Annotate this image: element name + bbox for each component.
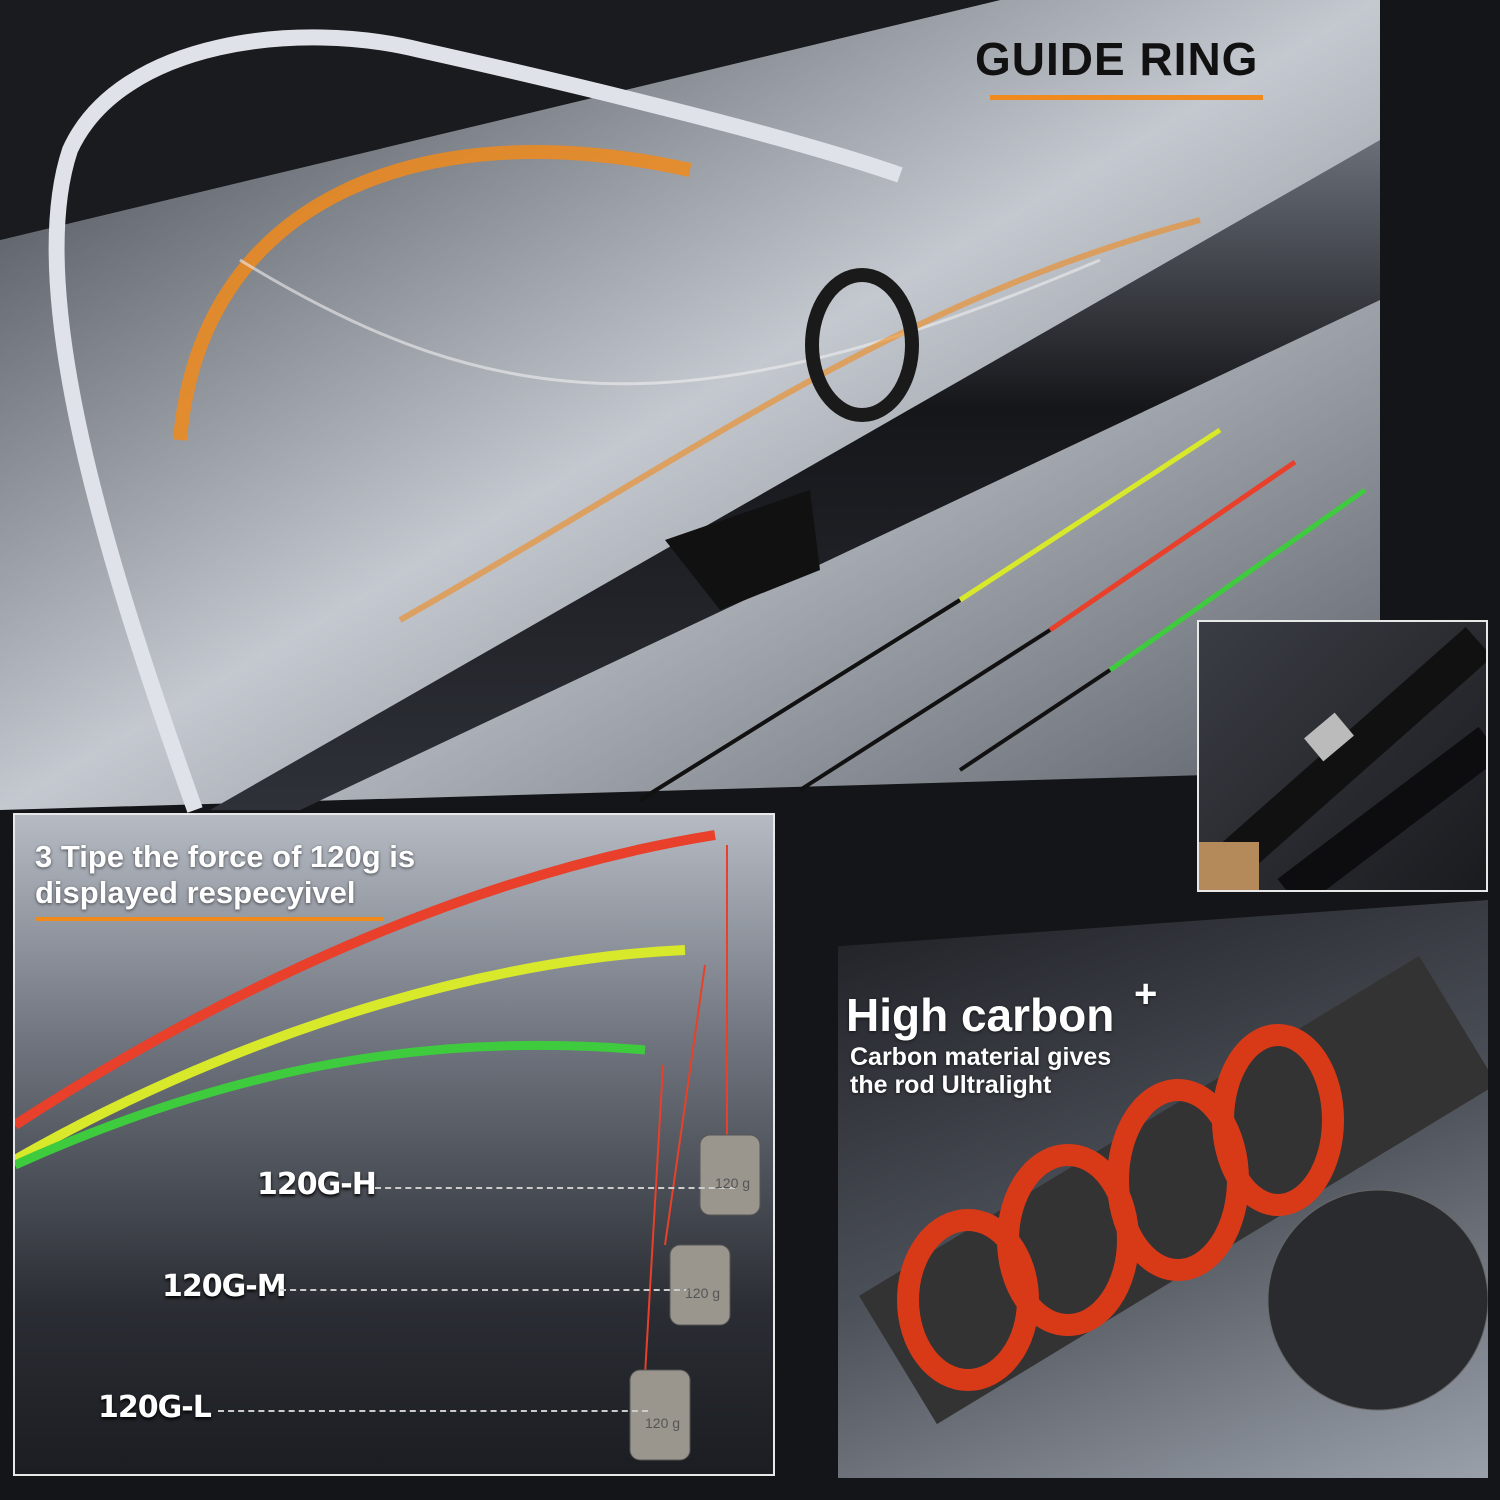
- high-carbon-panel: High carbon + Carbon material gives the …: [838, 900, 1488, 1478]
- carbon-layers-illustration: [859, 955, 1488, 1425]
- leader-line: [375, 1187, 735, 1189]
- label-120g-m: 120G-M: [162, 1269, 287, 1304]
- weight-label: 120 g: [645, 1415, 681, 1431]
- caption-underline: [35, 917, 383, 921]
- weight-label: 120 g: [685, 1285, 721, 1301]
- carbon-sub-line2: the rod Ultralight: [850, 1071, 1052, 1099]
- title-underline: [990, 95, 1263, 100]
- high-carbon-heading: High carbon: [846, 989, 1115, 1041]
- guide-ring-title: GUIDE RING: [975, 33, 1259, 85]
- weight-label: 120 g: [715, 1175, 751, 1191]
- tips-caption-line1: 3 Tipe the force of 120g is: [35, 839, 416, 874]
- leader-line: [218, 1410, 648, 1412]
- leader-line: [280, 1289, 690, 1291]
- handle-illustration: [1199, 627, 1486, 890]
- plus-sign: +: [1134, 972, 1158, 1016]
- label-120g-h: 120G-H: [257, 1167, 377, 1202]
- tips-caption-line2: displayed respecyivel: [35, 875, 356, 910]
- tips-illustration: [15, 830, 761, 1461]
- carbon-sub-line1: Carbon material gives: [850, 1043, 1112, 1071]
- handle-photo-inset: [1197, 620, 1488, 892]
- tips-force-panel: 3 Tipe the force of 120g is displayed re…: [13, 813, 775, 1476]
- label-120g-l: 120G-L: [98, 1390, 212, 1425]
